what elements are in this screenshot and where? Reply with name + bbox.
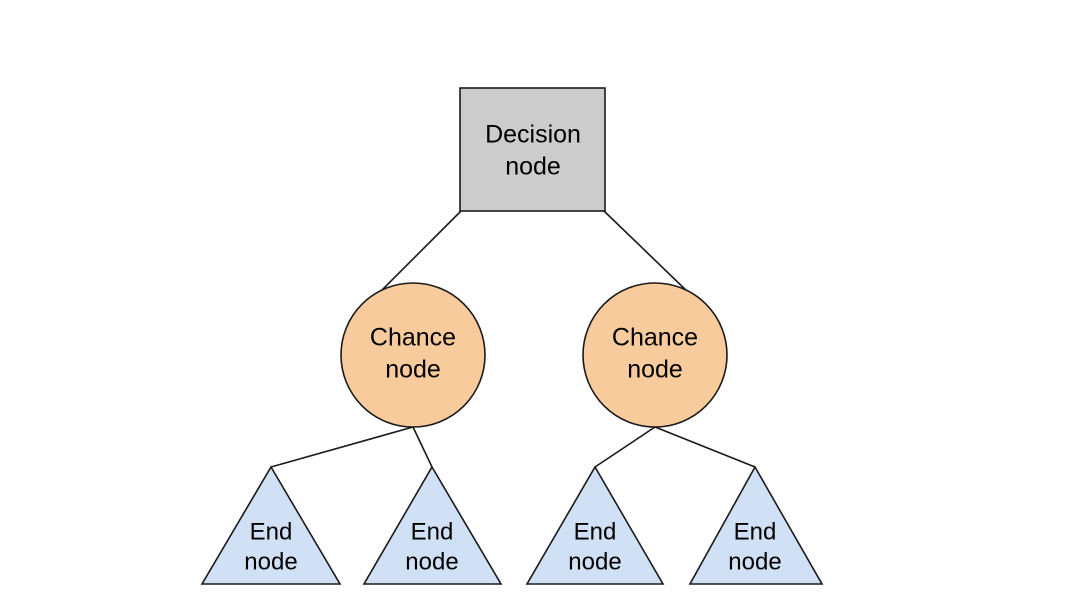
end-node-4-triangle[interactable]: [688, 465, 824, 585]
end-node-3-triangle[interactable]: [525, 465, 665, 585]
edge-chance-left-to-end-2: [412, 426, 433, 468]
decision-node-label-line1: Decision: [485, 121, 581, 149]
chance-node-right-circle[interactable]: [582, 282, 728, 428]
end-node-2-label-line1: End: [411, 518, 454, 545]
edge-decision-to-chance-right: [603, 210, 691, 295]
end-node-1-label-line2: node: [244, 548, 297, 575]
chance-node-left-label-line1: Chance: [370, 324, 456, 352]
edge-group: [270, 210, 756, 468]
decision-node-rect[interactable]: [459, 87, 606, 212]
edge-chance-right-to-end-4: [654, 426, 756, 468]
chance-node-right[interactable]: Chance node: [582, 282, 728, 428]
end-node-1[interactable]: End node: [200, 465, 342, 585]
decision-node-label-line2: node: [505, 153, 561, 181]
edge-decision-to-chance-left: [377, 210, 462, 295]
edge-chance-right-to-end-3: [594, 426, 656, 468]
end-node-4-label-line1: End: [734, 518, 777, 545]
end-node-4[interactable]: End node: [688, 465, 824, 585]
end-node-2[interactable]: End node: [362, 465, 503, 585]
end-node-2-triangle[interactable]: [362, 465, 503, 585]
end-node-4-label-line2: node: [728, 548, 781, 575]
end-node-3[interactable]: End node: [525, 465, 665, 585]
edge-chance-left-to-end-1: [270, 426, 414, 468]
chance-node-left[interactable]: Chance node: [340, 282, 486, 428]
end-node-3-label-line2: node: [568, 548, 621, 575]
decision-node[interactable]: Decision node: [459, 87, 606, 212]
end-node-2-label-line2: node: [405, 548, 458, 575]
chance-node-right-label-line2: node: [627, 356, 683, 384]
chance-node-right-label-line1: Chance: [612, 324, 698, 352]
chance-node-left-label-line2: node: [385, 356, 441, 384]
end-node-1-triangle[interactable]: [200, 465, 342, 585]
end-node-3-label-line1: End: [574, 518, 617, 545]
chance-node-left-circle[interactable]: [340, 282, 486, 428]
end-node-1-label-line1: End: [250, 518, 293, 545]
